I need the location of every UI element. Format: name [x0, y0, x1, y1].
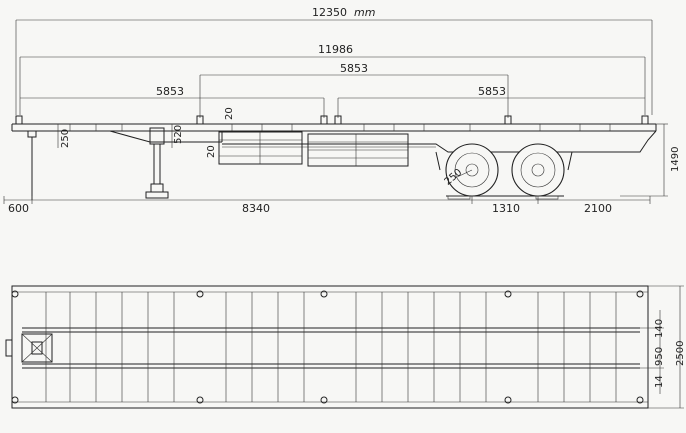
dim-deck-height: 520	[171, 124, 184, 148]
landing-gear	[145, 127, 169, 199]
dim-center-lock-span: 5853	[199, 62, 509, 118]
dim-right-lock-span-value: 5853	[478, 85, 506, 98]
dim-edge-offset-value: 14	[654, 375, 665, 388]
dim-gooseneck-height-value: 250	[60, 129, 71, 148]
dim-overall-height: 1490	[620, 123, 681, 197]
dim-step: 20 20	[206, 107, 235, 158]
cross-members	[45, 292, 617, 402]
dim-step-a-value: 20	[206, 145, 217, 158]
dim-left-lock-span: 5853	[20, 85, 325, 118]
dim-bottom-line: 600 8340 1310 2100	[3, 196, 651, 215]
dim-left-lock-span-value: 5853	[156, 85, 184, 98]
dim-center-lock-span-value: 5853	[340, 62, 368, 75]
top-twist-locks	[11, 290, 644, 404]
side-view: 12350 mm 11986 5853 5853 5853	[3, 6, 681, 215]
dim-overall-width-value: 2500	[675, 341, 686, 366]
top-view: 140 950 14 2500	[5, 285, 686, 409]
dim-axle-spacing-value: 1310	[492, 202, 520, 215]
main-beams	[22, 327, 640, 369]
dim-beam-offset-value: 140	[654, 319, 665, 338]
dim-container-length: 11986	[19, 43, 646, 115]
side-guard	[307, 133, 409, 167]
dim-overall-length-value: 12350	[312, 6, 347, 19]
tool-box-left	[218, 131, 303, 165]
dim-overall-height-value: 1490	[670, 147, 681, 172]
dim-rear-overhang-value: 2100	[584, 202, 612, 215]
dim-kingpin-to-axle-value: 8340	[242, 202, 270, 215]
dim-gooseneck-height: 250	[57, 124, 71, 148]
dim-front-overhang-value: 600	[8, 202, 29, 215]
dim-unit: mm	[354, 6, 375, 19]
axle-group: 250	[435, 143, 573, 200]
dim-right-lock-span: 5853	[337, 85, 645, 118]
dim-top-widths: 140 950 14 2500	[640, 285, 686, 409]
gooseneck-plate	[5, 333, 53, 363]
twist-locks	[15, 115, 649, 125]
dim-container-length-value: 11986	[318, 43, 353, 56]
dim-beam-spacing-value: 950	[654, 347, 665, 366]
dim-overall-length: 12350 mm	[15, 6, 653, 115]
dim-step-b-value: 20	[224, 107, 235, 120]
dim-deck-height-value: 520	[173, 125, 184, 144]
